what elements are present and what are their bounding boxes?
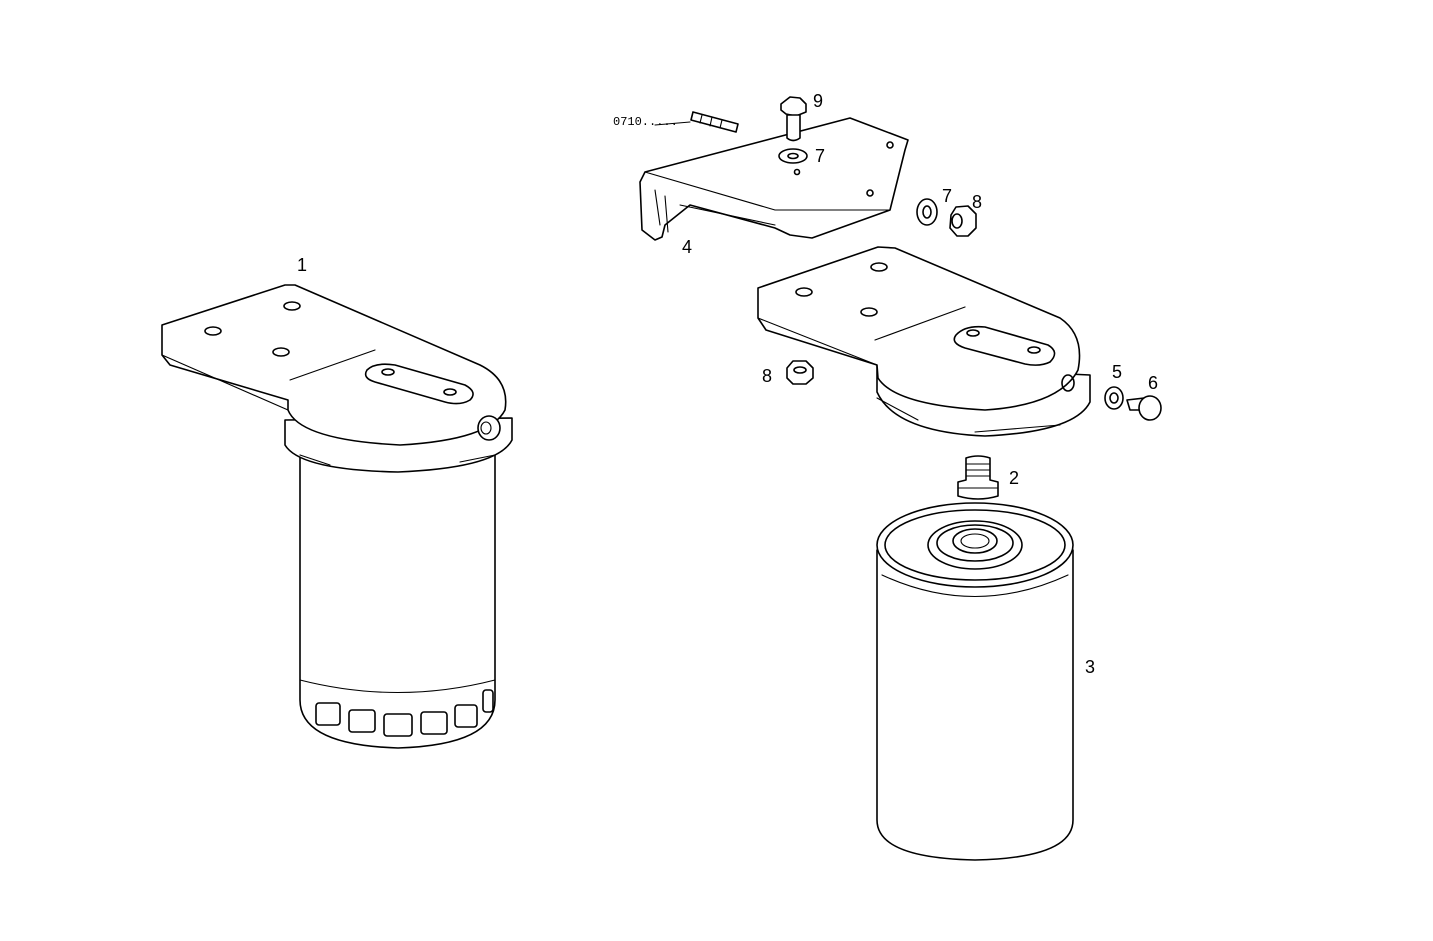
mounting-bracket (639, 117, 909, 241)
label-part-6: 6 (1148, 373, 1158, 393)
label-part-9: 9 (813, 91, 823, 111)
bolt-part-9 (780, 96, 807, 142)
filter-cartridge-part-3 (876, 502, 1074, 861)
label-part-8-left: 8 (762, 366, 772, 386)
nut-side-part-8 (949, 205, 977, 237)
filter-head (757, 246, 1091, 437)
label-part-3: 3 (1085, 657, 1095, 677)
label-part-1: 1 (297, 255, 307, 275)
washer-side-part-7 (916, 198, 938, 226)
plug-part-6 (1126, 395, 1162, 421)
label-part-2: 2 (1009, 468, 1019, 488)
washer-part-5 (1104, 386, 1124, 410)
threaded-nipple-part-2 (957, 455, 999, 500)
filter-assembly-complete (161, 284, 513, 749)
label-part-7-top: 7 (815, 146, 825, 166)
label-part-7-side: 7 (942, 186, 952, 206)
label-part-8-side: 8 (972, 192, 982, 212)
reference-code-label: 0710..... (613, 115, 678, 129)
label-part-4: 4 (682, 237, 692, 257)
label-part-5: 5 (1112, 362, 1122, 382)
dowel-pin (654, 111, 739, 133)
nut-left-part-8 (786, 360, 814, 385)
canister-vent-slots (315, 689, 494, 737)
washer-top-part-7 (778, 148, 808, 164)
